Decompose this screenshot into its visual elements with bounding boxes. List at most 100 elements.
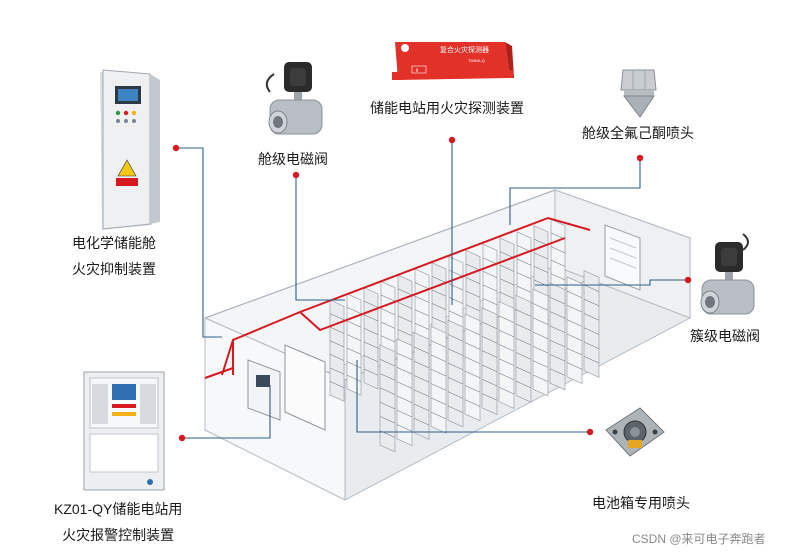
battery-rack-unit xyxy=(396,338,413,447)
battery-module-line xyxy=(363,314,379,322)
battery-module-line xyxy=(498,329,515,338)
cabin-valve-label: 舱级电磁阀 xyxy=(258,151,328,167)
battery-module-line xyxy=(431,303,447,311)
battery-module-line xyxy=(447,377,464,385)
battery-rack-unit xyxy=(447,319,464,428)
battery-module-line xyxy=(532,303,549,311)
battery-module-line xyxy=(464,342,481,350)
battery-module-line xyxy=(516,285,532,293)
battery-module-line xyxy=(550,273,566,281)
battery-module-line xyxy=(532,317,549,325)
battery-module-line xyxy=(363,341,379,349)
battery-module-line xyxy=(413,346,430,354)
battery-module-line xyxy=(583,356,600,364)
battery-module-line xyxy=(549,354,566,362)
battery-module-line xyxy=(465,290,481,298)
battery-module-line xyxy=(346,307,362,314)
battery-module-line xyxy=(533,252,549,260)
alarm-control-panel-image xyxy=(83,371,165,491)
battery-module-line xyxy=(396,367,413,375)
battery-module-line xyxy=(515,323,532,331)
battery-module-line xyxy=(397,329,413,337)
battery-module-line xyxy=(448,283,464,291)
battery-module-line xyxy=(396,352,413,361)
battery-module-line xyxy=(380,335,396,343)
battery-module-line xyxy=(346,347,362,355)
battery-module-line xyxy=(583,327,600,335)
battery-rack-unit xyxy=(379,344,396,453)
suppression-cabinet-image xyxy=(100,69,160,230)
battery-rack-row-front xyxy=(379,270,600,453)
battery-module-line xyxy=(583,284,600,292)
battery-module-line xyxy=(566,362,583,370)
battery-module-line xyxy=(430,397,447,405)
battery-module-line xyxy=(447,362,464,371)
battery-rack-unit xyxy=(566,276,583,385)
cluster-valve-label: 簇级电磁阀 xyxy=(690,328,760,344)
battery-module-line xyxy=(482,257,498,265)
battery-module-line xyxy=(380,294,396,302)
battery-module-line xyxy=(413,403,430,412)
cluster-solenoid-valve-image xyxy=(700,233,755,315)
battery-rack-unit xyxy=(329,299,345,402)
battery-module-line xyxy=(329,340,345,348)
battery-module-line xyxy=(549,325,566,333)
battery-module-line xyxy=(329,354,345,361)
battery-module-line xyxy=(430,340,447,348)
battery-module-line xyxy=(464,399,481,407)
leader-endpoints xyxy=(172,136,692,442)
battery-module-line xyxy=(566,305,583,313)
battery-rack-unit xyxy=(532,288,549,397)
panel-label-line-1: KZ01-QY储能电站用 xyxy=(54,501,183,517)
battery-module-line xyxy=(431,289,447,297)
battery-module-line xyxy=(499,278,515,286)
battery-rack-unit xyxy=(549,282,566,391)
battery-module-line xyxy=(498,372,515,381)
fire-detector-image: 复合火灾探测器 TD80A-Q Ⅱ xyxy=(392,42,514,80)
battery-module-line xyxy=(380,321,396,329)
battery-module-line xyxy=(498,387,515,395)
battery-module-line xyxy=(464,385,481,393)
battery-module-line xyxy=(329,381,345,388)
battery-module-line xyxy=(498,344,515,352)
energy-storage-container xyxy=(203,189,692,501)
battery-module-line xyxy=(481,364,498,372)
battery-module-line xyxy=(499,292,515,299)
leader-lines xyxy=(176,140,688,439)
battery-module-line xyxy=(583,313,600,321)
battery-module-line xyxy=(413,418,430,426)
battery-module-line xyxy=(532,346,549,354)
detector-label: 储能电站用火灾探测装置 xyxy=(370,100,524,116)
battery-module-line xyxy=(566,319,583,327)
fire-pipe-network xyxy=(204,216,591,379)
battery-module-line xyxy=(482,284,498,292)
battery-module-line xyxy=(329,367,345,375)
battery-module-line xyxy=(448,269,464,277)
panel-label-line-2: 火灾报警控制装置 xyxy=(62,527,175,543)
battery-module-line xyxy=(515,366,532,374)
battery-module-line xyxy=(379,401,396,410)
battery-module-line xyxy=(363,355,379,362)
battery-module-line xyxy=(532,360,549,368)
battery-rack-unit xyxy=(464,313,481,422)
battery-module-line xyxy=(431,316,447,324)
battery-module-line xyxy=(465,304,481,312)
battery-module-line xyxy=(499,251,515,259)
battery-module-line xyxy=(549,339,566,348)
battery-module-line xyxy=(430,411,447,420)
battery-module-line xyxy=(414,282,430,290)
battery-module-line xyxy=(515,338,532,346)
battery-module-line xyxy=(430,369,447,377)
battery-module-line xyxy=(397,315,413,323)
battery-module-line xyxy=(413,389,430,397)
battery-module-line xyxy=(363,300,379,308)
battery-module-line xyxy=(346,375,362,382)
battery-module-line xyxy=(379,359,396,367)
battery-module-line xyxy=(482,271,498,278)
battery-box-nozzle-image xyxy=(605,407,665,457)
battery-module-line xyxy=(481,393,498,401)
battery-module-line xyxy=(346,361,362,369)
battery-module-line xyxy=(396,410,413,418)
battery-module-line xyxy=(499,264,515,272)
